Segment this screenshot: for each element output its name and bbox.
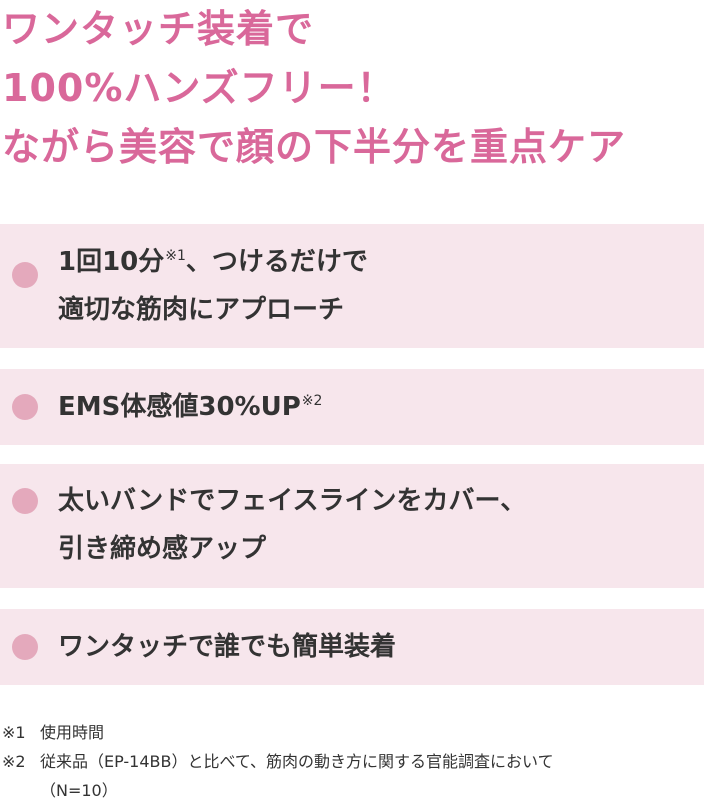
- headline-line-1: ワンタッチ装着で: [2, 7, 315, 51]
- footnote-2: ※2 従来品（EP-14BB）と比べて、筋肉の動き方に関する官能調査において （…: [2, 747, 554, 805]
- footnote-ref-1: ※1: [165, 248, 186, 265]
- feature-4-text: ワンタッチで誰でも簡単装着: [58, 632, 397, 662]
- footnote-1-mark: ※1: [2, 723, 26, 742]
- feature-item-1: 1回10分※1、つけるだけで 適切な筋肉にアプローチ: [0, 224, 704, 348]
- bullet-dot-icon: [12, 394, 38, 420]
- feature-item-3: 太いバンドでフェイスラインをカバー、 引き締め感アップ: [0, 464, 704, 588]
- feature-item-4: ワンタッチで誰でも簡単装着: [0, 609, 704, 685]
- feature-item-2: EMS体感値30%UP※2: [0, 369, 704, 445]
- bullet-dot-icon: [12, 488, 38, 514]
- footnote-ref-2: ※2: [301, 393, 323, 410]
- feature-2-text: EMS体感値30%UP: [58, 392, 301, 422]
- footnote-1-text: 使用時間: [40, 723, 105, 742]
- headline-line-2: 100%ハンズフリー！: [2, 66, 396, 110]
- footnote-1: ※1 使用時間: [2, 718, 554, 747]
- footnotes: ※1 使用時間 ※2 従来品（EP-14BB）と比べて、筋肉の動き方に関する官能…: [2, 718, 554, 805]
- bullet-dot-icon: [12, 262, 38, 288]
- feature-1-text-line-2: 適切な筋肉にアプローチ: [58, 295, 345, 325]
- headline-line-3: ながら美容で顔の下半分を重点ケア: [2, 125, 627, 169]
- feature-1-text-rest: 、つけるだけで: [185, 247, 368, 277]
- footnote-2-text-cont: （N=10）: [40, 781, 118, 800]
- feature-1-text: 1回10分: [58, 247, 165, 277]
- footnote-2-mark: ※2: [2, 752, 26, 771]
- feature-3-text-line-2: 引き締め感アップ: [58, 534, 267, 564]
- feature-3-text-line-1: 太いバンドでフェイスラインをカバー、: [58, 486, 527, 516]
- headline: ワンタッチ装着で 100%ハンズフリー！ ながら美容で顔の下半分を重点ケア: [2, 0, 626, 177]
- footnote-2-text: 従来品（EP-14BB）と比べて、筋肉の動き方に関する官能調査において: [40, 752, 554, 771]
- bullet-dot-icon: [12, 634, 38, 660]
